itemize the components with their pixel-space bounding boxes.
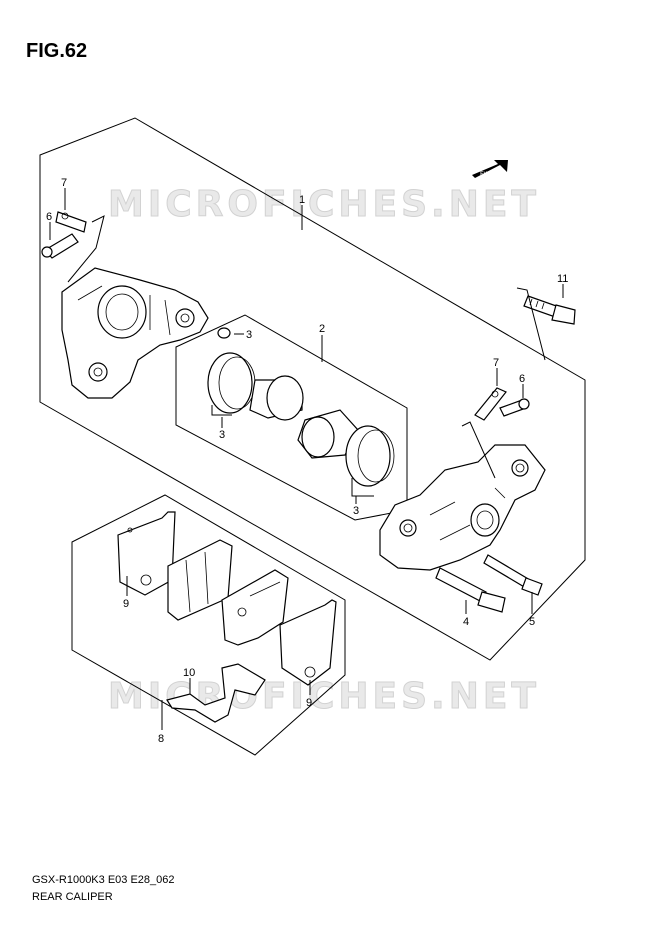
watermark-top: MICROFICHES.NET — [108, 184, 540, 226]
piston-seal-upper — [207, 352, 256, 416]
fwd-arrow: FWD — [472, 160, 508, 178]
piston-lower — [297, 409, 359, 459]
callout-11: 11 — [557, 273, 568, 285]
callout-3c: 3 — [353, 505, 359, 517]
callout-2: 2 — [319, 323, 325, 335]
pad-set-frame — [71, 494, 346, 756]
callout-6a: 6 — [46, 211, 52, 223]
callout-3a: 3 — [246, 329, 252, 341]
callout-9b: 9 — [306, 697, 312, 709]
leader-bleeder-right — [461, 421, 496, 479]
callout-5: 5 — [529, 616, 535, 628]
bleeder-valve-left — [41, 233, 79, 259]
fwd-label: FWD — [480, 171, 494, 178]
figure-code: GSX-R1000K3 E03 E28_062 — [32, 874, 175, 886]
callout-6b: 6 — [519, 373, 525, 385]
piston-upper — [249, 375, 304, 421]
leader-bolt — [516, 287, 546, 361]
seal-washer — [217, 327, 231, 339]
piston-seal-lower — [345, 425, 395, 497]
mounting-bolt — [523, 295, 576, 325]
callout-9a: 9 — [123, 598, 129, 610]
guide-pin-bolt — [483, 554, 543, 596]
callout-4: 4 — [463, 616, 469, 628]
pad-shim-left — [117, 511, 176, 596]
figure-name: REAR CALIPER — [32, 891, 113, 903]
assembly-frame — [39, 117, 586, 661]
caliper-half-right — [379, 444, 546, 571]
bleeder-valve-right — [499, 398, 530, 417]
bleeder-cap-right — [474, 387, 507, 421]
figure-title: FIG.62 — [26, 40, 88, 62]
callout-1: 1 — [299, 194, 305, 206]
callout-3b: 3 — [219, 429, 225, 441]
callout-8: 8 — [158, 733, 164, 745]
pad-shim-right — [279, 599, 337, 686]
callout-10: 10 — [183, 667, 195, 679]
callout-7a: 7 — [61, 177, 67, 189]
slide-pin-bolt — [435, 567, 506, 613]
leader-bleeder-left — [67, 215, 105, 283]
pad-spring — [166, 663, 266, 723]
callout-7b: 7 — [493, 357, 499, 369]
caliper-half-left — [61, 267, 209, 399]
bleeder-cap-left — [55, 211, 87, 233]
brake-pad-outer — [221, 569, 289, 646]
